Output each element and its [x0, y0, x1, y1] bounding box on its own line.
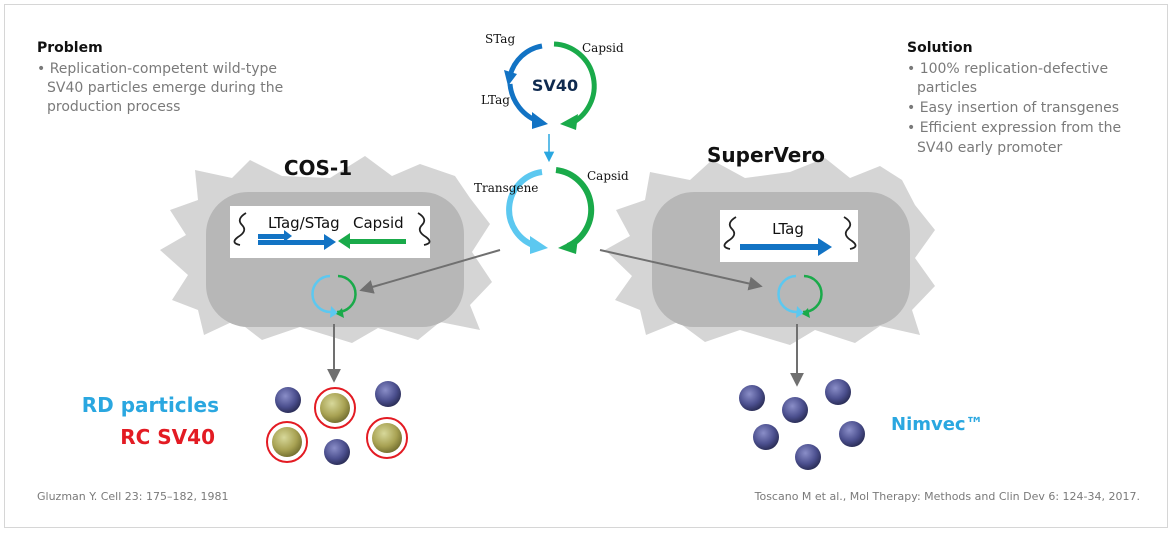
cos1-small-plasmid-arrowhead-1	[330, 306, 338, 318]
vector-capsid-arc	[555, 167, 595, 249]
nimvec-particle	[795, 444, 821, 470]
rc-sv40-particle	[372, 423, 402, 453]
rc-sv40-particle	[272, 427, 302, 457]
cos1-small-plasmid-arrowhead-2	[336, 308, 344, 318]
reference-right: Toscano M et al., Mol Therapy: Methods a…	[754, 490, 1140, 503]
rc-sv40-particle	[320, 393, 350, 423]
cos1-capsid-label: Capsid	[353, 214, 404, 232]
solution-line-2: particles	[917, 80, 977, 96]
cos1-ltag-bar	[258, 240, 324, 245]
solution-line-4: • Efficient expression from the	[907, 120, 1121, 136]
vector-capsid-label: Capsid	[587, 169, 629, 183]
nimvec-particle	[739, 385, 765, 411]
sv40-capsid-label: Capsid	[582, 41, 624, 55]
cos1-dna-end-right	[417, 212, 431, 246]
supervero-small-plasmid-transgene-arc	[777, 274, 798, 314]
sv40-stag-arrowhead	[504, 70, 517, 86]
cos1-capsid-arrowhead	[338, 233, 350, 249]
vector-plasmid: Transgene Capsid	[474, 167, 629, 254]
rd-particle	[275, 387, 301, 413]
nimvec-label: Nimvec™	[891, 414, 984, 435]
sv40-stag-label: STag	[485, 32, 515, 46]
solution-line-5: SV40 early promoter	[917, 140, 1063, 156]
supervero-particles	[739, 379, 865, 470]
rd-particle	[375, 381, 401, 407]
sv40-capsid-arc	[553, 41, 597, 127]
vector-transgene-arc	[506, 169, 543, 249]
supervero-ltag-arrowhead	[818, 238, 832, 256]
supervero-small-plasmid-arrowhead-2	[802, 308, 810, 318]
supervero-ltag-label: LTag	[772, 220, 804, 238]
cos1-capsid-bar	[350, 239, 406, 244]
supervero-cell: SuperVero LTag	[605, 143, 935, 345]
supervero-dna-end-right	[843, 216, 857, 250]
reference-left: Gluzman Y. Cell 23: 175–182, 1981	[37, 490, 228, 503]
nimvec-particle	[839, 421, 865, 447]
cos1-stag-arrowhead	[284, 230, 292, 242]
solution-line-1: • 100% replication-defective	[907, 61, 1108, 77]
problem-block: Problem • Replication-competent wild-typ…	[37, 40, 283, 115]
rd-particles-label: RD particles	[82, 393, 219, 417]
solution-line-3: • Easy insertion of transgenes	[907, 100, 1119, 116]
nimvec-particle	[753, 424, 779, 450]
cos1-title: COS-1	[284, 156, 352, 180]
vector-to-supervero-arrow	[599, 249, 763, 291]
sv40-stag-arc	[507, 43, 543, 77]
sv40-capsid-arrowhead	[560, 114, 578, 130]
supervero-ltag-bar	[740, 244, 818, 250]
cos1-cell: COS-1 LTag/STag Capsid	[160, 156, 492, 343]
problem-line-2: SV40 particles emerge during the	[47, 80, 283, 96]
cos1-ltag-arrowhead	[324, 234, 336, 250]
vector-transgene-label: Transgene	[474, 181, 538, 195]
rc-sv40-label: RC SV40	[120, 425, 215, 449]
supervero-dna-end-left	[723, 216, 737, 250]
cos1-genome-box	[230, 206, 430, 258]
sv40-ltag-arrowhead	[532, 112, 548, 129]
vector-transgene-arrowhead	[530, 236, 548, 254]
supervero-title: SuperVero	[707, 143, 825, 167]
sv40-ltag-label: LTag	[481, 93, 510, 107]
problem-line-1: • Replication-competent wild-type	[37, 61, 277, 77]
sv40-label: SV40	[532, 76, 578, 95]
rd-particle	[324, 439, 350, 465]
supervero-genome-box	[720, 210, 858, 262]
supervero-small-plasmid-arrowhead-1	[796, 306, 804, 318]
cos1-particles	[266, 381, 408, 465]
cos1-small-plasmid-capsid-arc	[336, 274, 357, 314]
solution-heading: Solution	[907, 40, 973, 56]
solution-block: Solution • 100% replication-defective pa…	[907, 40, 1121, 156]
nimvec-particle	[782, 397, 808, 423]
cos1-stag-bar	[258, 234, 284, 239]
problem-heading: Problem	[37, 40, 103, 56]
problem-line-3: production process	[47, 99, 180, 115]
sv40-plasmid: SV40 STag LTag Capsid	[481, 32, 624, 130]
slide-frame	[4, 4, 1168, 528]
cos1-ltag-stag-label: LTag/STag	[268, 214, 340, 232]
cos1-small-plasmid-transgene-arc	[311, 274, 332, 314]
vector-capsid-arrowhead	[558, 238, 578, 254]
cos1-dna-end-left	[233, 212, 247, 246]
vector-to-cos1-arrow	[359, 249, 501, 294]
nimvec-particle	[825, 379, 851, 405]
supervero-small-plasmid-capsid-arc	[802, 274, 823, 314]
